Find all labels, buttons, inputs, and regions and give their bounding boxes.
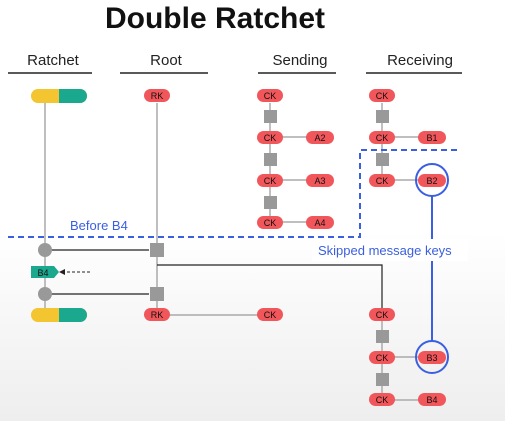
b4-pointer-arrow <box>59 269 65 275</box>
ratchet-key-pair-bottom <box>31 308 87 322</box>
receiving-ck-6: CK <box>369 393 395 406</box>
kdf-sending-3 <box>264 196 277 209</box>
message-key-a3: A3 <box>306 174 334 187</box>
column-header-root: Root <box>150 52 182 69</box>
column-header-ratchet: Ratchet <box>27 52 79 69</box>
badge-label: A2 <box>314 133 325 143</box>
kdf-steps <box>150 110 389 386</box>
skipped-key-circle-b2 <box>415 163 449 197</box>
column-header-sending: Sending <box>272 52 328 69</box>
receiving-ck-5: CK <box>369 351 395 364</box>
skipped-keys-label: Skipped message keys <box>318 243 452 258</box>
badge-label: CK <box>264 310 277 320</box>
root-key-badge-top: RK <box>144 89 170 102</box>
receiving-ck-1: CK <box>369 89 395 102</box>
badge-label: CK <box>376 353 389 363</box>
badge-label: CK <box>264 91 277 101</box>
badge-label: B4 <box>37 268 48 278</box>
ratchet-key-pair-top <box>31 89 87 103</box>
column-header-receiving: Receiving <box>387 52 453 69</box>
dh-connectors <box>45 249 383 308</box>
root-to-receiving-link <box>157 264 383 308</box>
badge-label: CK <box>376 91 389 101</box>
message-key-a2: A2 <box>306 131 334 144</box>
receiving-ck-2: CK <box>369 131 395 144</box>
skipped-keys-label-bg <box>312 239 468 261</box>
kdf-sending-1 <box>264 110 277 123</box>
page-title: Double Ratchet <box>104 2 326 35</box>
kdf-receiving-1 <box>376 110 389 123</box>
sending-ck-3: CK <box>257 174 283 187</box>
message-key-b3: B3 <box>418 351 446 364</box>
message-key-b2: B2 <box>418 174 446 187</box>
badge-label: B2 <box>426 176 437 186</box>
badge-label: A3 <box>314 176 325 186</box>
badge-label: CK <box>376 310 389 320</box>
badge-label: B3 <box>426 353 437 363</box>
message-key-a4: A4 <box>306 216 334 229</box>
kdf-receiving-3 <box>376 330 389 343</box>
before-b4-divider <box>8 149 458 238</box>
receiving-ck-4: CK <box>369 308 395 321</box>
badge-label: CK <box>264 133 277 143</box>
badge-label: CK <box>264 218 277 228</box>
badge-label: B4 <box>426 395 437 405</box>
kdf-sending-2 <box>264 153 277 166</box>
badge-label: CK <box>376 395 389 405</box>
before-b4-label: Before B4 <box>70 218 128 233</box>
sending-ck-4: CK <box>257 216 283 229</box>
kdf-receiving-2 <box>376 153 389 166</box>
message-key-b4: B4 <box>418 393 446 406</box>
kdf-root-2 <box>150 287 164 301</box>
sending-ck-new: CK <box>257 308 283 321</box>
kdf-receiving-4 <box>376 373 389 386</box>
skipped-key-circle-b3 <box>415 340 449 374</box>
badge-label: RK <box>151 91 164 101</box>
sending-ck-1: CK <box>257 89 283 102</box>
message-key-b1: B1 <box>418 131 446 144</box>
dh-step-node-2 <box>38 287 52 301</box>
badge-label: CK <box>264 176 277 186</box>
receiving-ck-3: CK <box>369 174 395 187</box>
b4-ratchet-tag: B4 <box>31 266 59 278</box>
badge-label: RK <box>151 310 164 320</box>
root-key-badge-bottom: RK <box>144 308 170 321</box>
sending-ck-2: CK <box>257 131 283 144</box>
dh-step-node-1 <box>38 243 52 257</box>
badge-label: A4 <box>314 218 325 228</box>
badge-label: B1 <box>426 133 437 143</box>
kdf-root-1 <box>150 243 164 257</box>
badge-label: CK <box>376 133 389 143</box>
badge-label: CK <box>376 176 389 186</box>
